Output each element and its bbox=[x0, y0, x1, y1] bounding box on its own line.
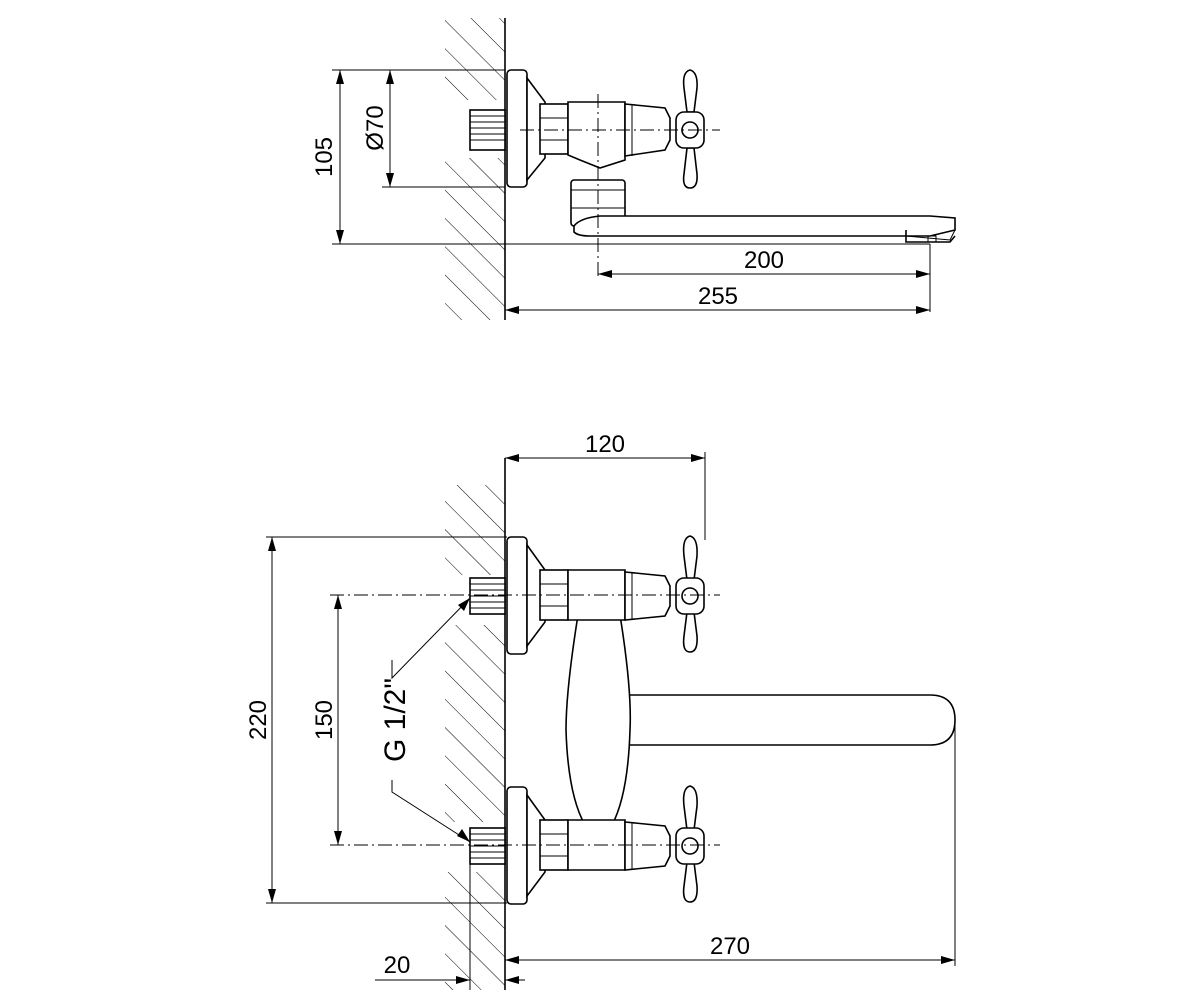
top-spout bbox=[570, 179, 956, 243]
front-mixer-body bbox=[565, 609, 632, 831]
front-thread-pipe-lower bbox=[469, 827, 506, 865]
top-thread-pipe bbox=[469, 109, 506, 151]
dim-handle-depth-label: 120 bbox=[585, 431, 625, 458]
dim-flange-diameter-label: Ø70 bbox=[362, 105, 389, 150]
dim-spout-reach-label: 200 bbox=[744, 247, 784, 274]
dim-spout-length-label: 270 bbox=[710, 933, 750, 960]
front-thread-pipe-upper bbox=[469, 577, 506, 615]
dim-diameter-70: Ø70 bbox=[362, 70, 505, 188]
dim-total-height-label: 220 bbox=[245, 700, 272, 740]
dim-255: 255 bbox=[505, 283, 930, 314]
front-view: 120 220 150 G 1/2" bbox=[245, 431, 956, 990]
dim-thread-length-label: 20 bbox=[384, 952, 411, 979]
front-spout bbox=[619, 694, 956, 746]
dim-20: 20 bbox=[375, 864, 525, 990]
thread-callout: G 1/2" bbox=[379, 597, 471, 843]
top-wall bbox=[445, 18, 506, 320]
front-wall bbox=[445, 458, 506, 990]
top-handle bbox=[675, 69, 705, 189]
thread-size-label: G 1/2" bbox=[379, 678, 412, 762]
dim-height-label: 105 bbox=[311, 137, 338, 177]
dim-200: 200 bbox=[598, 244, 931, 312]
dim-220: 220 bbox=[245, 536, 507, 904]
dim-120: 120 bbox=[505, 431, 706, 540]
dim-total-depth-label: 255 bbox=[698, 283, 738, 310]
top-flange bbox=[506, 69, 546, 188]
dim-270: 270 bbox=[505, 720, 956, 966]
top-view: 105 Ø70 200 255 bbox=[311, 18, 956, 320]
dim-105: 105 bbox=[311, 69, 930, 245]
top-valve-body bbox=[539, 101, 671, 169]
dim-inlet-spacing-label: 150 bbox=[311, 700, 338, 740]
dim-150: 150 bbox=[311, 595, 342, 845]
